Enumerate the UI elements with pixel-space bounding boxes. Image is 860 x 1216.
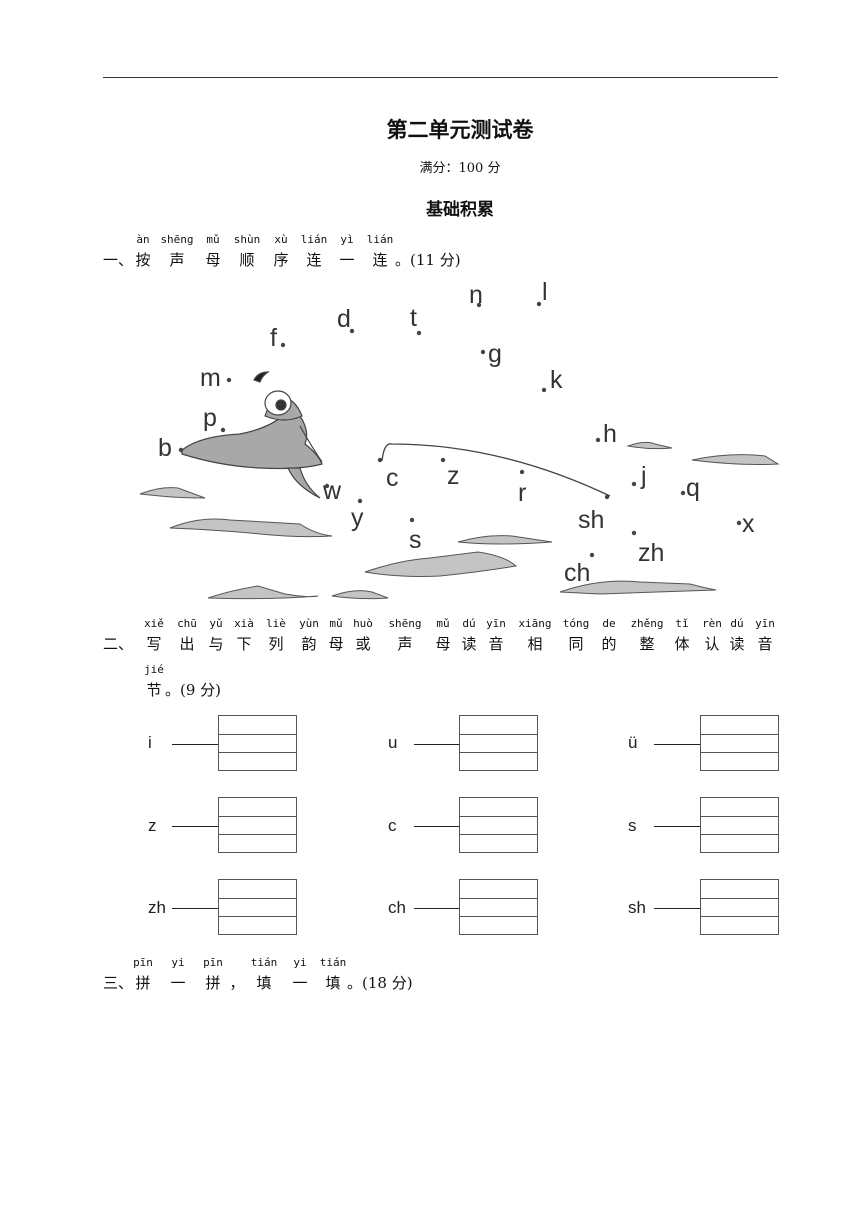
letter-label: r [518,479,526,507]
phoneme-label: zh [148,898,166,917]
wave-shape [457,535,553,545]
letter-label: c [386,464,399,492]
phoneme-label: ü [628,733,638,752]
section-title: 基础积累 [426,200,494,220]
phoneme-label: ch [388,898,406,917]
page-title: 第二单元测试卷 [386,117,534,142]
answer-box[interactable] [700,797,779,853]
header-rule [103,77,778,78]
wave-shape [139,487,206,499]
connector-line [654,826,700,827]
letter-label: x [742,510,755,538]
answer-box[interactable] [218,879,297,935]
answer-box[interactable] [218,797,297,853]
answer-box[interactable] [218,715,297,771]
letter-label: n [469,281,483,309]
letter-label: y [351,504,364,532]
letter-label: q [686,474,700,502]
fishing-line [381,443,611,497]
question-score: 。(9 分) [165,681,222,699]
connector-line [172,744,218,745]
letter-label: t [410,304,417,332]
wave-shape [364,551,518,577]
score-label: 满分：100 分 [419,161,501,176]
letter-label: h [603,420,617,448]
wave-shape [626,441,673,450]
answer-box[interactable] [459,797,538,853]
letter-label: p [203,404,217,432]
wave-shape [207,585,319,600]
letter-label: l [542,278,548,306]
pelican-drawing [181,371,323,499]
phoneme-label: z [148,816,157,835]
answer-box[interactable] [700,715,779,771]
phoneme-label: u [388,733,398,752]
connector-line [172,826,218,827]
wave-shape [331,590,389,600]
letter-label: ch [564,559,590,587]
dot-to-dot-picture: n l d t f g m k p h b c z r j q w y s sh… [139,278,780,600]
letter-label: w [322,477,342,505]
letter-label: g [488,340,502,368]
phoneme-label: i [148,733,152,752]
answer-box[interactable] [459,879,538,935]
question-number: 三、 [103,974,134,992]
connector-line [654,744,700,745]
phoneme-label: s [628,816,637,835]
letter-label: d [337,305,351,333]
letter-label: sh [578,506,604,534]
letter-label: zh [638,539,664,567]
letter-label: s [409,526,422,554]
connector-line [414,826,459,827]
question-score: 。(11 分) [395,251,461,269]
letter-label: b [158,434,172,462]
connector-line [654,908,700,909]
letter-label: m [200,364,221,392]
letter-label: k [550,366,563,394]
phoneme-label: c [388,816,397,835]
wave-shape [169,518,333,538]
question-number: 一、 [103,251,134,269]
phoneme-label: sh [628,898,646,917]
question-score: 。(18 分) [347,974,413,992]
answer-box[interactable] [700,879,779,935]
wave-shape [691,454,780,465]
connector-line [414,744,459,745]
connector-line [414,908,459,909]
wave-shape [559,580,717,595]
letter-label: f [270,324,277,352]
connector-line [172,908,218,909]
letter-label: j [640,462,647,490]
letter-label: z [447,462,460,490]
question-number: 二、 [103,635,134,653]
answer-box[interactable] [459,715,538,771]
